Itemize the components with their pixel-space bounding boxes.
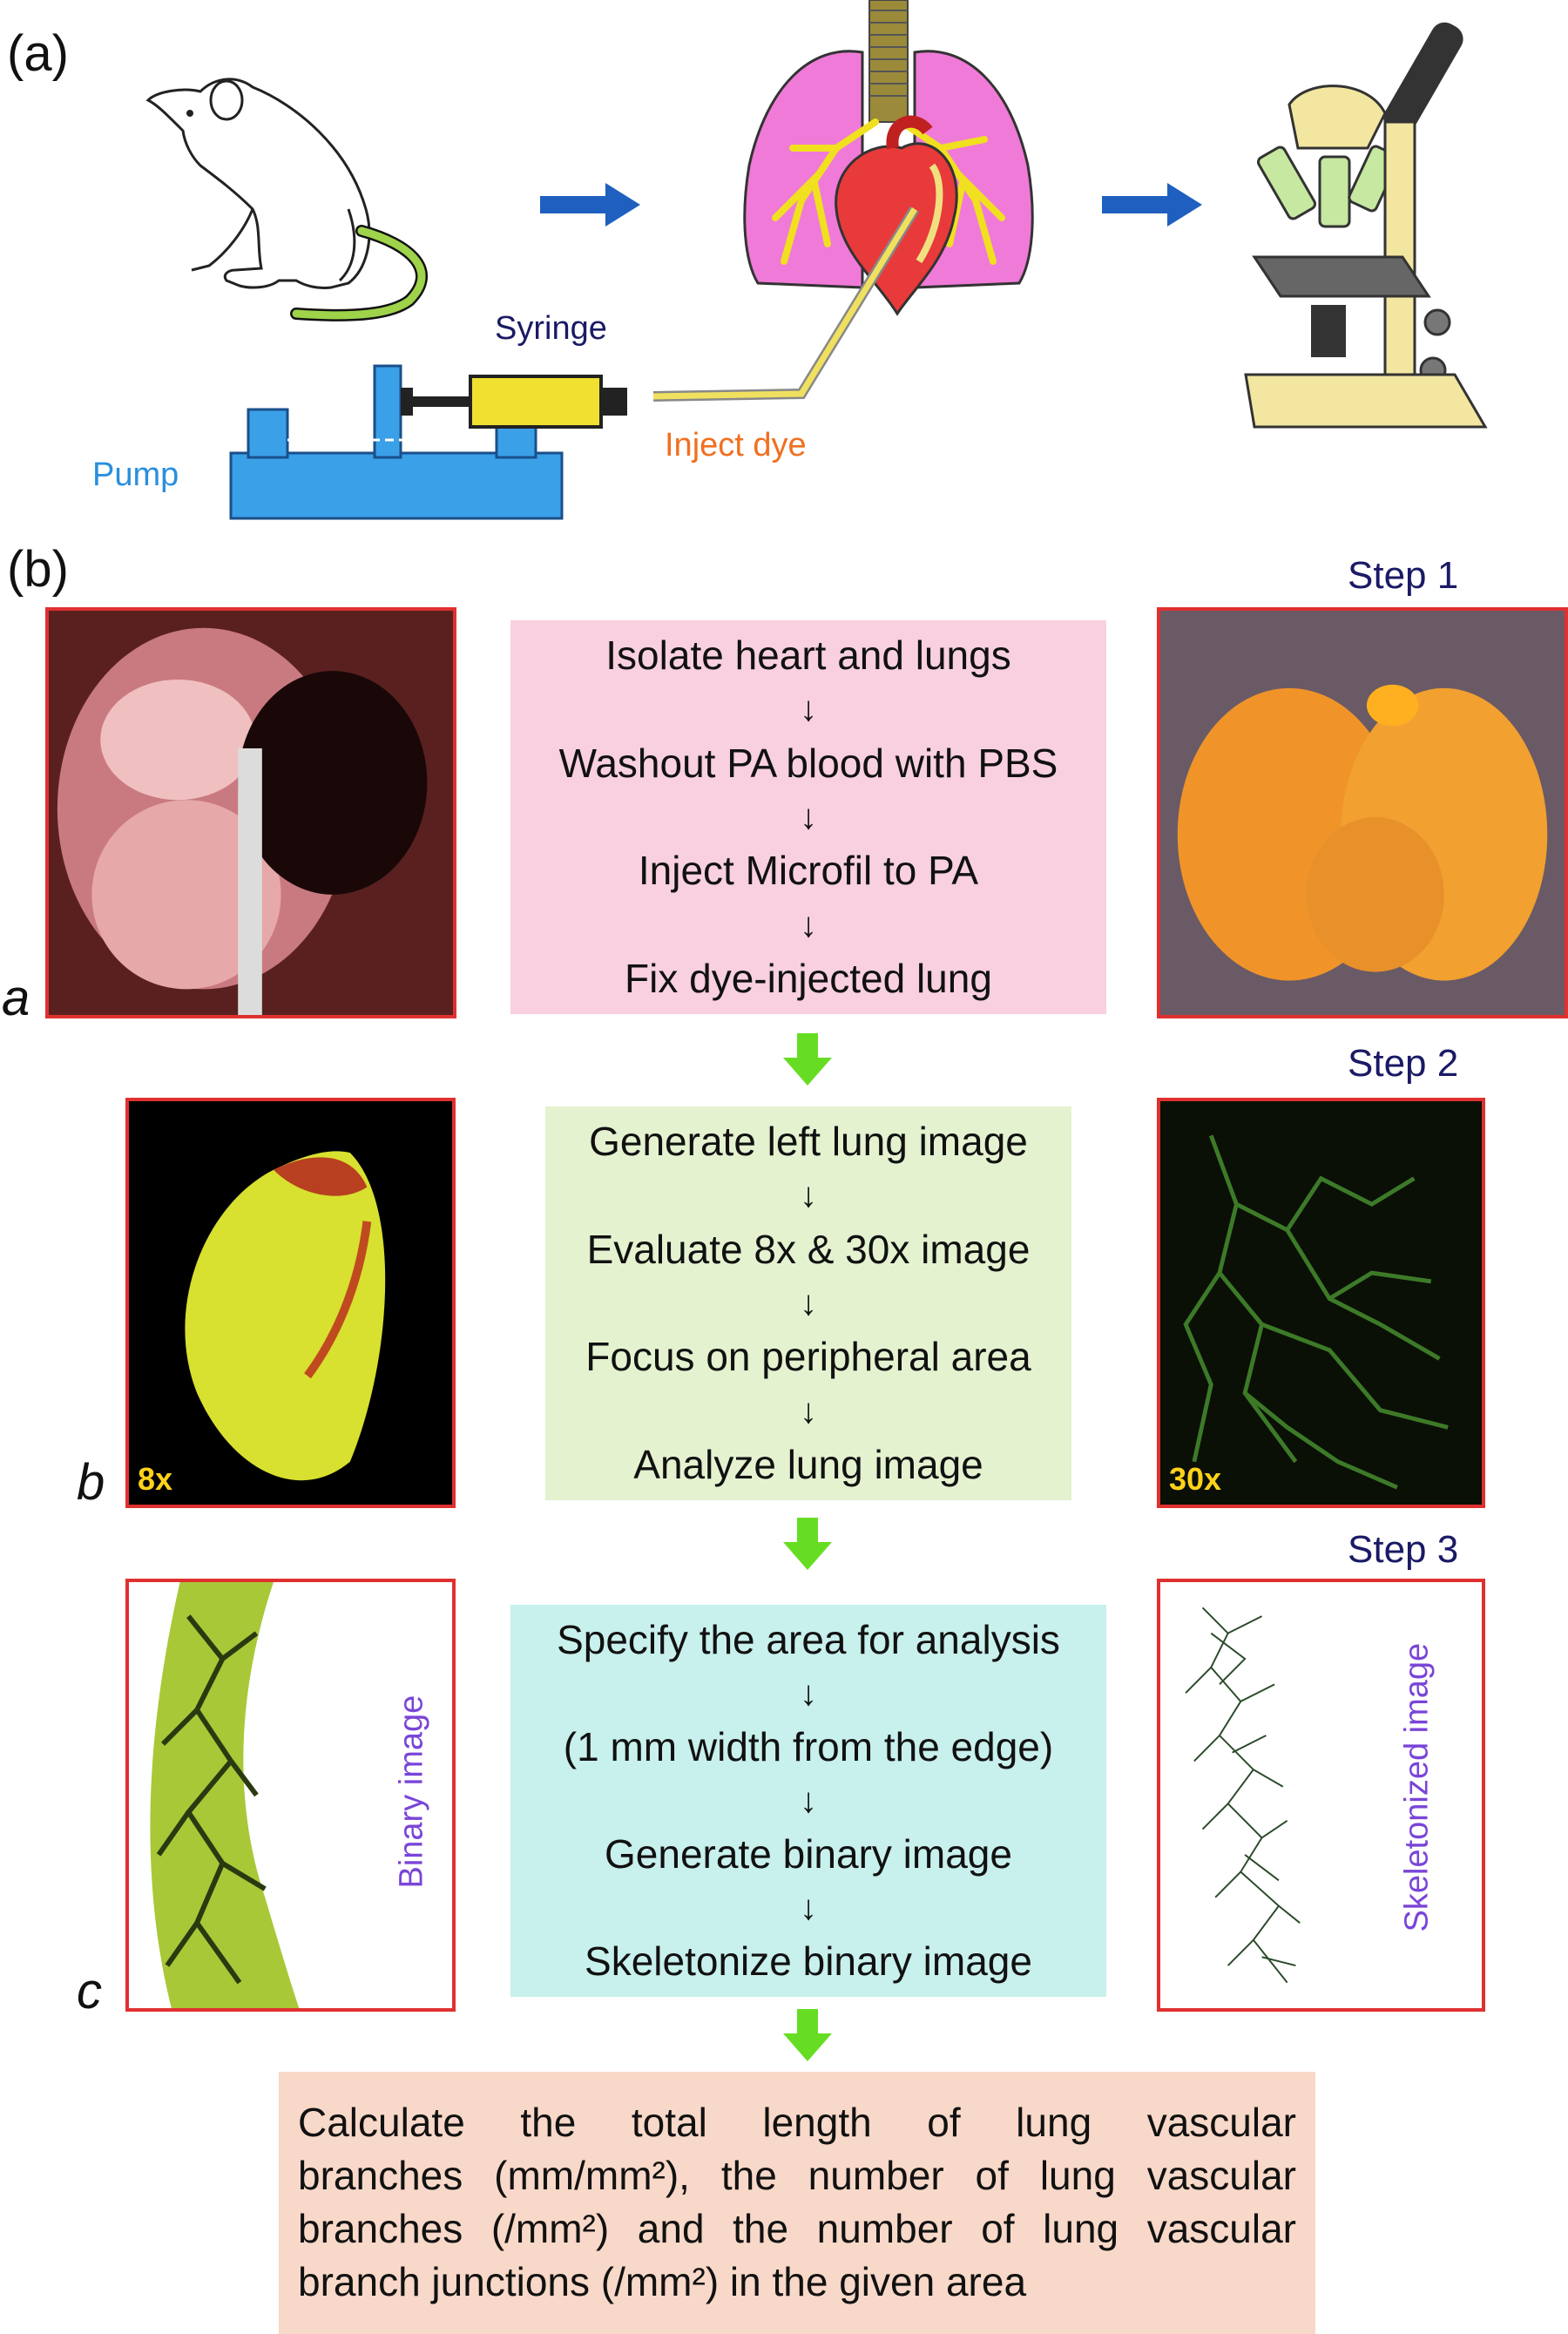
final-calculation-box: Calculate the total length of lung vascu… bbox=[279, 2072, 1315, 2334]
binary-image-panel: Binary image bbox=[125, 1579, 456, 2012]
lungs-heart-illustration bbox=[743, 0, 1034, 316]
step-1-item: Inject Microfil to PA bbox=[638, 848, 979, 894]
microscope-illustration bbox=[1244, 22, 1488, 429]
binary-image-label: Binary image bbox=[393, 1695, 430, 1889]
step-1-label: Step 1 bbox=[1348, 554, 1459, 597]
row-a-label: a bbox=[2, 970, 30, 1026]
inject-dye-label: Inject dye bbox=[665, 427, 807, 463]
down-arrow-icon: ↓ bbox=[800, 905, 817, 944]
down-arrow-icon: ↓ bbox=[800, 1674, 817, 1713]
step-2-item: Generate left lung image bbox=[589, 1119, 1028, 1164]
panel-a-label: (a) bbox=[7, 25, 69, 82]
row-b-label: b bbox=[77, 1454, 105, 1511]
down-arrow-icon: ↓ bbox=[800, 690, 817, 729]
flow-down-arrow-icon bbox=[783, 1518, 832, 1570]
syringe-label: Syringe bbox=[495, 310, 607, 347]
down-arrow-icon: ↓ bbox=[800, 1781, 817, 1820]
step-3-item: Specify the area for analysis bbox=[557, 1617, 1060, 1662]
down-arrow-icon: ↓ bbox=[800, 798, 817, 836]
skeletonized-image-panel: Skeletonized image bbox=[1157, 1579, 1485, 2012]
step-2-item: Evaluate 8x & 30x image bbox=[586, 1226, 1031, 1272]
step-1-item: Isolate heart and lungs bbox=[605, 633, 1011, 678]
down-arrow-icon: ↓ bbox=[800, 1176, 817, 1215]
right-arrow-icon bbox=[1102, 183, 1202, 227]
final-line: Calculate the total length of lung vascu… bbox=[298, 2100, 1296, 2145]
magnification-8x-label: 8x bbox=[138, 1461, 173, 1497]
down-arrow-icon: ↓ bbox=[800, 1284, 817, 1323]
skeletonized-image-label: Skeletonized image bbox=[1398, 1642, 1436, 1932]
row-c-label: c bbox=[77, 1963, 102, 2019]
final-line: branches (mm/mm²), the number of lung va… bbox=[298, 2153, 1296, 2198]
down-arrow-icon: ↓ bbox=[800, 1391, 817, 1431]
step-3-item: Generate binary image bbox=[605, 1831, 1012, 1877]
step-3-label: Step 3 bbox=[1348, 1528, 1459, 1571]
step-2-item: Focus on peripheral area bbox=[585, 1334, 1031, 1380]
step-3-box: Specify the area for analysis ↓ (1 mm wi… bbox=[510, 1605, 1106, 1997]
flow-down-arrow-icon bbox=[783, 2009, 832, 2061]
lung-periphery-30x-photo: 30x bbox=[1157, 1098, 1485, 1508]
left-lung-8x-photo: 8x bbox=[125, 1098, 456, 1508]
pump-label: Pump bbox=[92, 457, 179, 493]
right-arrow-icon bbox=[540, 183, 640, 227]
step-1-item: Washout PA blood with PBS bbox=[558, 740, 1058, 786]
step-3-item: (1 mm width from the edge) bbox=[563, 1724, 1054, 1770]
final-line: branches (/mm²) and the number of lung v… bbox=[298, 2206, 1296, 2251]
rat-illustration bbox=[145, 78, 428, 321]
step-2-label: Step 2 bbox=[1348, 1042, 1459, 1085]
step-1-box: Isolate heart and lungs ↓ Washout PA blo… bbox=[510, 620, 1106, 1014]
step-3-item: Skeletonize binary image bbox=[585, 1938, 1032, 1985]
step-2-item: Analyze lung image bbox=[633, 1442, 983, 1488]
dye-injected-lungs-photo bbox=[1157, 607, 1568, 1018]
down-arrow-icon: ↓ bbox=[800, 1888, 817, 1927]
flow-down-arrow-icon bbox=[783, 1033, 832, 1086]
panel-b-label: (b) bbox=[7, 541, 69, 598]
pump-syringe-illustration bbox=[229, 364, 627, 520]
dye-tube bbox=[652, 206, 920, 402]
step-1-item: Fix dye-injected lung bbox=[625, 956, 992, 1002]
isolated-heart-lungs-photo bbox=[45, 607, 456, 1018]
magnification-30x-label: 30x bbox=[1169, 1461, 1222, 1497]
final-line: branch junctions (/mm²) in the given are… bbox=[298, 2259, 1027, 2304]
step-2-box: Generate left lung image ↓ Evaluate 8x &… bbox=[545, 1106, 1071, 1500]
